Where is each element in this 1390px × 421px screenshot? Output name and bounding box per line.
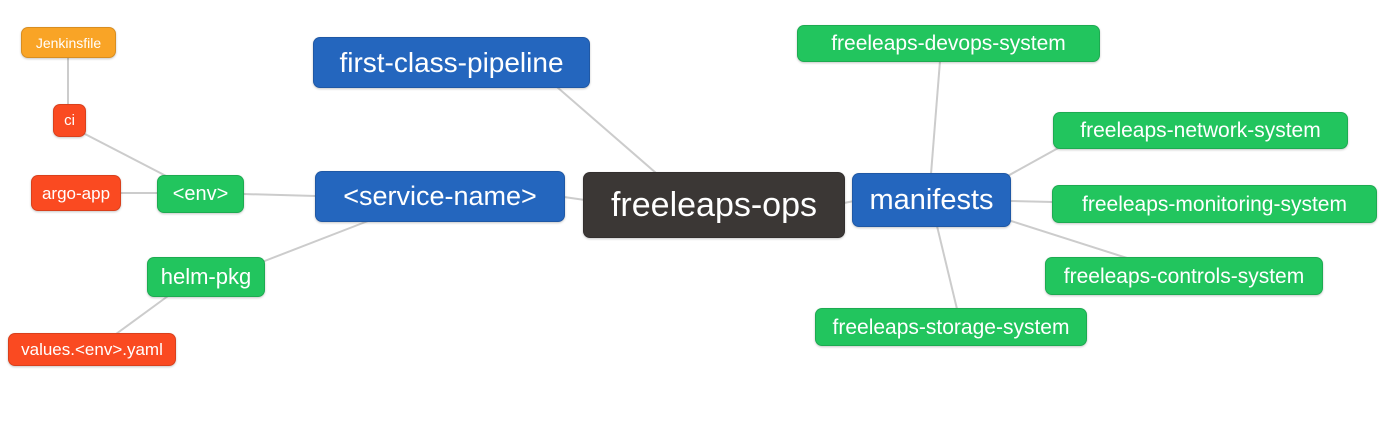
edge-pipeline-freeleaps-ops: [556, 86, 657, 174]
node-freeleaps-controls-system[interactable]: freeleaps-controls-system: [1045, 257, 1323, 295]
node-freeleaps-devops-system[interactable]: freeleaps-devops-system: [797, 25, 1100, 62]
node-jenkinsfile[interactable]: Jenkinsfile: [21, 27, 116, 58]
node-ci[interactable]: ci: [53, 104, 86, 137]
edge-service-name-helm-pkg: [261, 220, 369, 263]
edge-manifests-monitoring-system: [1009, 200, 1054, 203]
node-freeleaps-network-system[interactable]: freeleaps-network-system: [1053, 112, 1348, 149]
node-freeleaps-monitoring-system[interactable]: freeleaps-monitoring-system: [1052, 185, 1377, 223]
node-helm-pkg[interactable]: helm-pkg: [147, 257, 265, 297]
edge-manifests-devops-system: [930, 60, 941, 175]
node-env[interactable]: <env>: [157, 175, 244, 213]
node-argo-app[interactable]: argo-app: [31, 175, 121, 211]
edge-env-service-name: [242, 193, 317, 197]
edge-ci-env: [82, 132, 171, 179]
edge-manifests-network-system: [1003, 146, 1061, 179]
node-freeleaps-ops[interactable]: freeleaps-ops: [583, 172, 845, 238]
node-manifests[interactable]: manifests: [852, 173, 1011, 227]
edge-manifests-controls-system: [1007, 219, 1128, 259]
edge-manifests-storage-system: [936, 225, 958, 310]
node-values-env-yaml[interactable]: values.<env>.yaml: [8, 333, 176, 366]
node-freeleaps-storage-system[interactable]: freeleaps-storage-system: [815, 308, 1087, 346]
node-service-name[interactable]: <service-name>: [315, 171, 565, 222]
edge-helm-pkg-values-yaml: [115, 295, 169, 335]
node-first-class-pipeline[interactable]: first-class-pipeline: [313, 37, 590, 88]
edge-service-name-freeleaps-ops: [563, 196, 586, 201]
